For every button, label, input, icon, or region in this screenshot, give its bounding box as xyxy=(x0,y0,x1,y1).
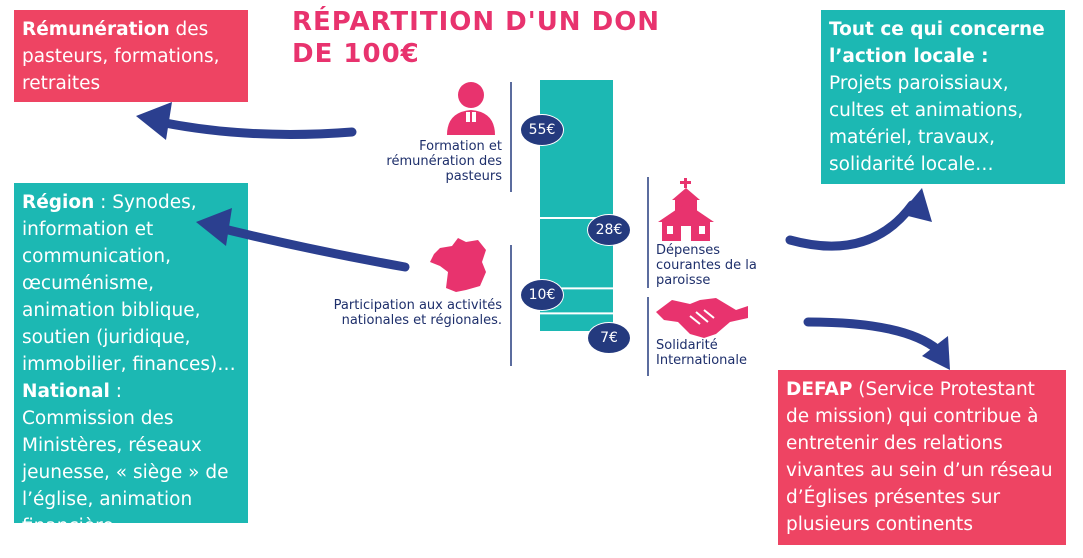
church-icon xyxy=(658,178,714,241)
label-participation: Participation aux activités nationales e… xyxy=(333,298,502,328)
box-action-locale-bold: Tout ce qui concerne l’action locale : xyxy=(829,19,1045,67)
badge-7: 7€ xyxy=(587,322,631,354)
box-defap-bold: DEFAP xyxy=(786,379,853,400)
box-defap: DEFAP (Service Protestant de mission) qu… xyxy=(778,370,1066,545)
badge-55: 55€ xyxy=(520,114,564,146)
label-depenses: Dépenses courantes de la paroisse xyxy=(656,243,757,288)
box-defap-text: (Service Protestant de mission) qui cont… xyxy=(786,379,1053,535)
badge-28: 28€ xyxy=(587,214,631,246)
page-title: RÉPARTITION D'UN DON DE 100€ xyxy=(292,6,660,70)
arrowhead-defap xyxy=(922,336,950,370)
label-formation: Formation et rémunération des pasteurs xyxy=(386,139,502,184)
handshake-icon xyxy=(656,298,748,338)
box-region-national: Région : Synodes, information et communi… xyxy=(14,183,248,537)
title-line-1: RÉPARTITION D'UN DON xyxy=(292,7,661,37)
box-national-text: : Commission des Ministères, réseaux jeu… xyxy=(22,381,229,537)
pastor-icon xyxy=(447,82,495,135)
arrow-to-remuneration xyxy=(155,117,357,139)
label-solidarite: Solidarité Internationale xyxy=(656,338,747,368)
box-remuneration: Rémunération des pasteurs, formations, r… xyxy=(14,10,248,102)
title-line-2: DE 100€ xyxy=(292,39,420,69)
box-region-text: : Synodes, information et communication,… xyxy=(22,192,236,375)
arrow-to-action-locale xyxy=(785,200,917,251)
box-action-locale: Tout ce qui concerne l’action locale : P… xyxy=(821,10,1065,184)
arrowhead-remuneration xyxy=(136,102,172,140)
box-action-locale-text: Projets paroissiaux, cultes et animation… xyxy=(829,73,1024,175)
arrow-to-defap xyxy=(803,317,943,355)
box-national-bold: National xyxy=(22,381,110,402)
box-remuneration-text: des pasteurs, formations, retraites xyxy=(22,19,220,94)
badge-10: 10€ xyxy=(520,279,564,311)
arrowhead-region xyxy=(196,208,232,246)
arrow-to-region xyxy=(215,223,410,272)
box-remuneration-bold: Rémunération xyxy=(22,19,170,40)
france-map-icon xyxy=(430,238,486,292)
box-region-bold: Région xyxy=(22,192,95,213)
arrowhead-action-locale xyxy=(900,188,932,222)
